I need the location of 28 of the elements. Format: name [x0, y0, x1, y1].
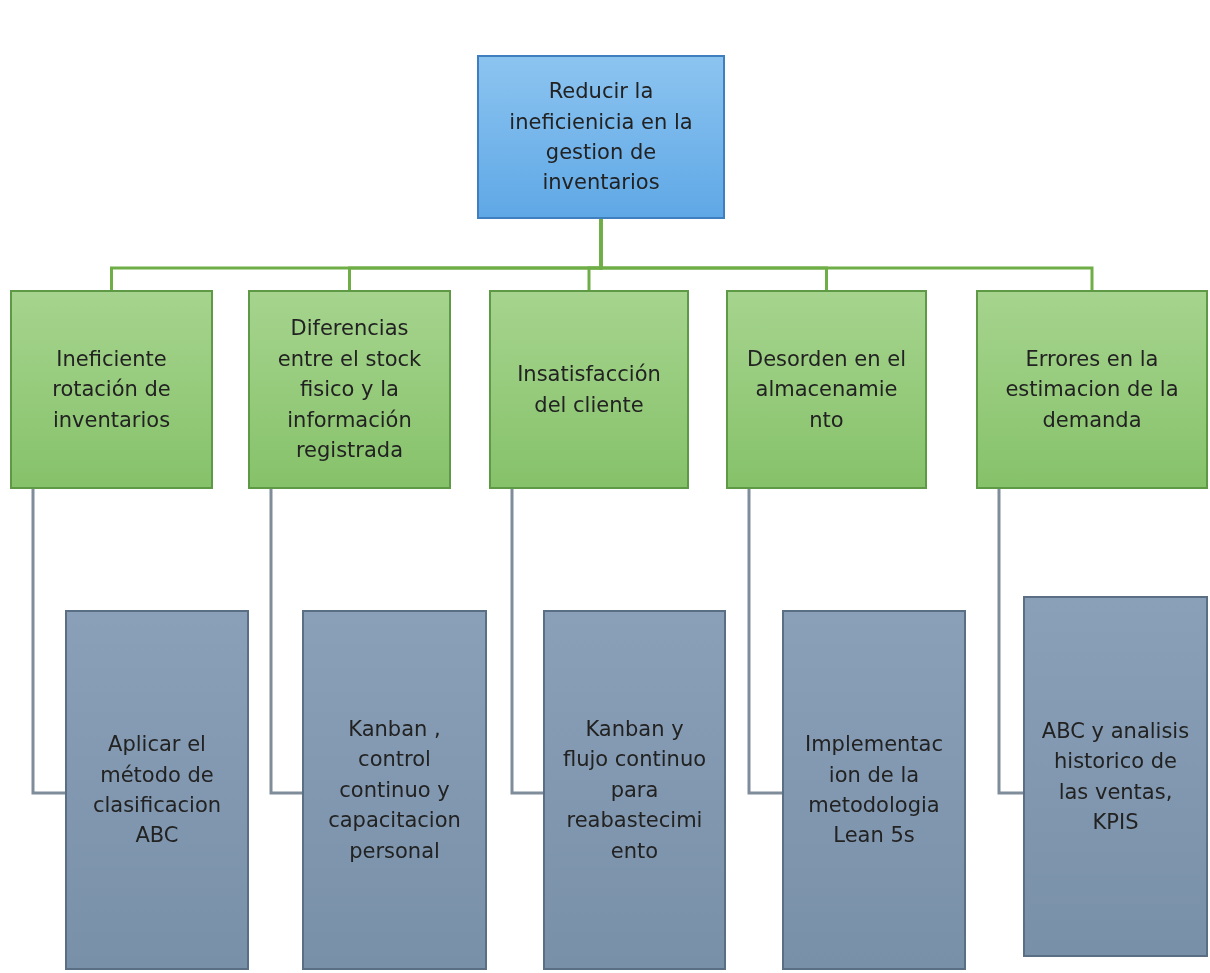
cause-box	[248, 290, 451, 489]
box-text: Kanban y flujo continuo para reabastecimi ento	[561, 715, 708, 865]
solution-box	[543, 610, 726, 970]
connector-line	[599, 219, 1094, 290]
connector-line	[747, 489, 782, 795]
goal-box	[477, 55, 725, 219]
solution-box	[1023, 596, 1208, 957]
connector-line	[269, 489, 302, 795]
box-text: Implementac ion de la metodologia Lean 5s	[803, 731, 945, 850]
box-text: Diferencias entre el stock fisico y la información registrada	[276, 315, 423, 465]
connector-line	[510, 489, 543, 795]
cause-box	[10, 290, 213, 489]
cause-box	[976, 290, 1208, 489]
cause-box	[726, 290, 927, 489]
solution-box	[302, 610, 487, 970]
box-text: Errores en la estimacion de la demanda	[1004, 345, 1180, 434]
solution-box	[65, 610, 249, 970]
box-text: Ineficiente rotación de inventarios	[51, 345, 172, 434]
solution-box	[782, 610, 966, 970]
connector-line	[997, 489, 1023, 795]
box-text: ABC y analisis historico de las ventas, KPIS	[1041, 717, 1190, 836]
box-text: Insatisfacción del cliente	[516, 361, 662, 419]
connector-line	[31, 489, 65, 795]
box-text: Aplicar el método de clasificacion ABC	[91, 731, 223, 850]
box-text: Reducir la ineficienicia en la gestion de inventarios	[508, 78, 694, 197]
box-text: Kanban , control continuo y capacitacion personal	[327, 715, 462, 865]
cause-box	[489, 290, 689, 489]
box-text: Desorden en el almacenamie nto	[745, 345, 907, 434]
